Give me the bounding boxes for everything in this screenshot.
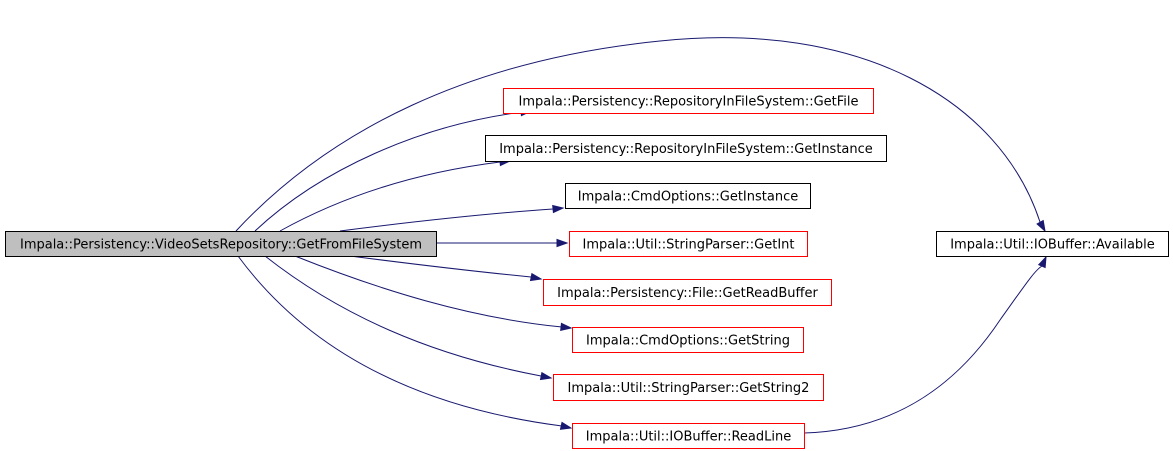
node-box [572, 327, 804, 353]
node-box [485, 135, 887, 162]
arrowhead [1037, 255, 1047, 269]
edge-root-to-cmd_getinstance [339, 204, 565, 232]
edge-root-to-getinstance_repo [279, 157, 512, 232]
node-getstring[interactable]: Impala::CmdOptions::GetString [572, 327, 804, 353]
node-getint[interactable]: Impala::Util::StringParser::GetInt [569, 231, 808, 257]
node-label[interactable]: Impala::Util::StringParser::GetString2 [568, 381, 810, 396]
arrowhead [559, 421, 573, 430]
node-label[interactable]: Impala::Persistency::File::GetReadBuffer [557, 286, 818, 301]
edge-readline-to-available [803, 255, 1047, 434]
edge-root-to-getstring2 [264, 255, 553, 381]
node-label: Impala::Util::IOBuffer::Available [950, 238, 1155, 253]
node-getfile[interactable]: Impala::Persistency::RepositoryInFileSys… [503, 88, 874, 114]
node-box [503, 88, 874, 114]
node-getstring2[interactable]: Impala::Util::StringParser::GetString2 [553, 374, 824, 401]
node-box [936, 231, 1169, 257]
node-label: Impala::Persistency::VideoSetsRepository… [20, 238, 422, 253]
edge-line [279, 160, 511, 232]
nodes-layer: Impala::Persistency::VideoSetsRepository… [5, 88, 1169, 449]
node-label[interactable]: Impala::Util::StringParser::GetInt [583, 238, 795, 253]
arrowhead [529, 272, 543, 282]
edge-root-to-getint [436, 238, 569, 248]
node-available: Impala::Util::IOBuffer::Available [936, 231, 1169, 257]
node-box [569, 231, 808, 257]
node-getinstance_repo: Impala::Persistency::RepositoryInFileSys… [485, 135, 887, 162]
edge-root-to-getstring [294, 255, 573, 332]
node-readline[interactable]: Impala::Util::IOBuffer::ReadLine [572, 423, 805, 449]
node-label[interactable]: Impala::Util::IOBuffer::ReadLine [586, 430, 791, 445]
node-label: Impala::CmdOptions::GetInstance [578, 190, 798, 205]
edge-line [237, 255, 572, 429]
node-label: Impala::Persistency::RepositoryInFileSys… [499, 142, 873, 157]
edge-line [339, 207, 564, 232]
arrowhead [552, 204, 565, 214]
node-box [565, 183, 811, 209]
node-root: Impala::Persistency::VideoSetsRepository… [5, 231, 437, 257]
node-cmd_getinstance: Impala::CmdOptions::GetInstance [565, 183, 811, 209]
node-box [543, 279, 832, 306]
arrowhead [556, 238, 569, 248]
edge-line [294, 255, 572, 329]
arrowhead [560, 322, 573, 332]
edge-line [235, 37, 1046, 232]
edge-line [803, 256, 1047, 434]
node-box [5, 231, 437, 257]
node-label[interactable]: Impala::Persistency::RepositoryInFileSys… [518, 95, 858, 110]
node-getreadbuffer[interactable]: Impala::Persistency::File::GetReadBuffer [543, 279, 832, 306]
edge-line [264, 255, 552, 379]
arrowhead [1036, 219, 1046, 233]
edge-line [254, 110, 532, 232]
edge-root-to-getreadbuffer [349, 255, 543, 282]
arrowhead [539, 371, 553, 381]
node-label[interactable]: Impala::CmdOptions::GetString [586, 334, 790, 349]
edge-line [349, 255, 542, 280]
edge-root-to-available [235, 37, 1046, 233]
node-box [553, 374, 824, 401]
edge-root-to-getfile [254, 107, 533, 232]
node-box [572, 423, 805, 449]
edge-root-to-readline [237, 255, 573, 430]
